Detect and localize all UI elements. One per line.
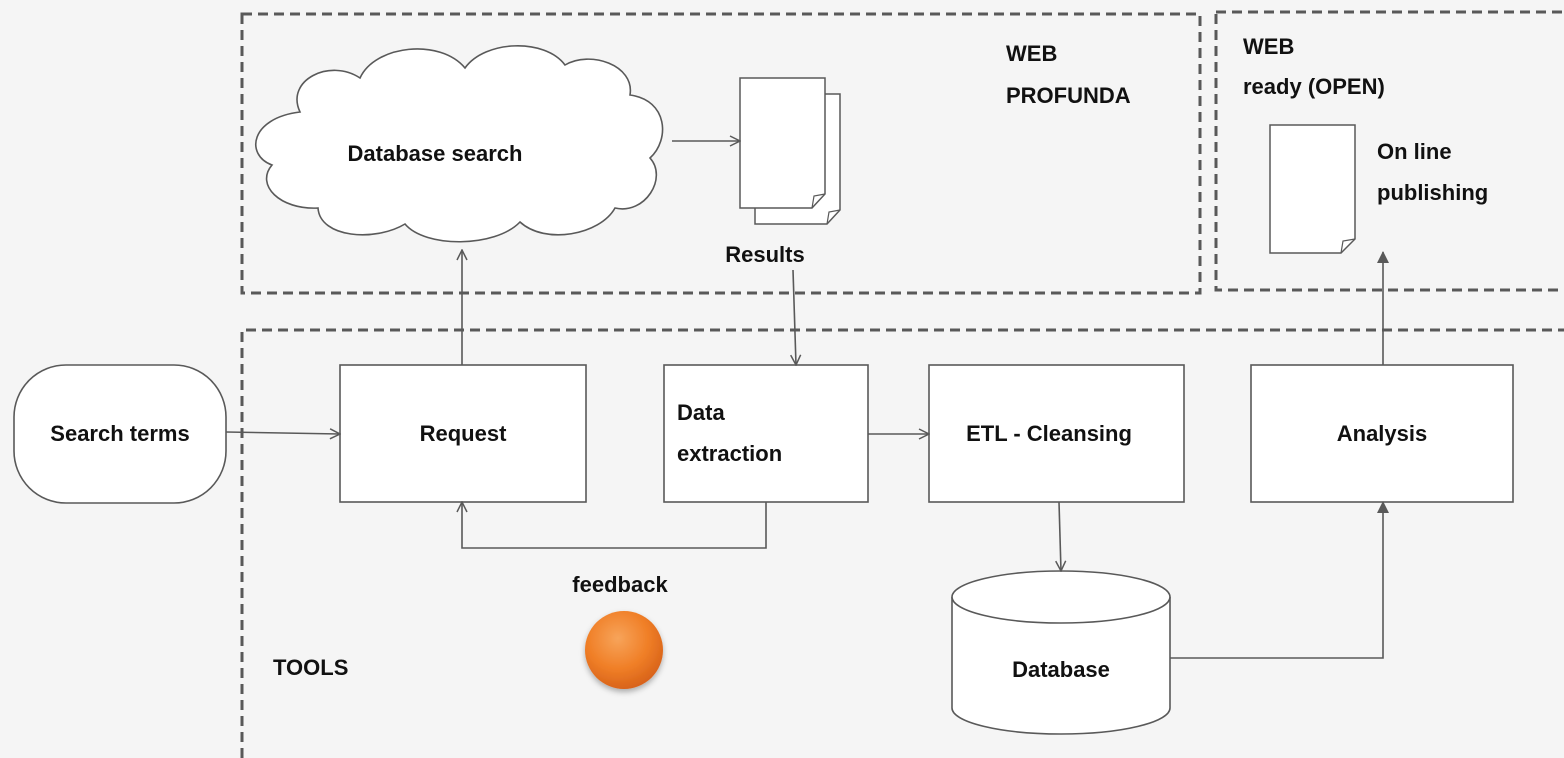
etl-cleansing-label: ETL - Cleansing bbox=[966, 421, 1132, 446]
arrow-database-to-analysis bbox=[1170, 501, 1389, 659]
web-ready-label-line2: ready (OPEN) bbox=[1243, 74, 1385, 99]
online-publishing-label-line2: publishing bbox=[1377, 180, 1489, 205]
search-terms-label: Search terms bbox=[50, 421, 190, 446]
search-terms-shape bbox=[13, 364, 227, 504]
tools-zone bbox=[240, 328, 1564, 758]
web-profunda-label-line2: PROFUNDA bbox=[1006, 83, 1131, 108]
request-label: Request bbox=[419, 421, 507, 446]
web-ready-zone bbox=[1214, 10, 1564, 292]
request-box bbox=[339, 364, 587, 503]
database-search-label: Database search bbox=[347, 141, 523, 166]
web-profunda-label-line1: WEB bbox=[1006, 41, 1058, 66]
results-documents bbox=[739, 77, 841, 225]
orange-status-dot bbox=[585, 611, 663, 689]
arrow-results-to-extraction bbox=[793, 269, 796, 365]
data-extraction-label-line2: extraction bbox=[677, 441, 783, 466]
web-ready-label-line1: WEB bbox=[1243, 34, 1295, 59]
feedback-label: feedback bbox=[572, 572, 668, 597]
analysis-label: Analysis bbox=[1336, 421, 1428, 446]
online-publishing-document bbox=[1269, 124, 1356, 254]
database-cylinder bbox=[951, 570, 1171, 735]
data-extraction-box bbox=[663, 364, 869, 503]
web-profunda-zone bbox=[240, 12, 1202, 295]
etl-cleansing-box bbox=[928, 364, 1185, 503]
tools-label: TOOLS bbox=[273, 655, 349, 680]
database-label: Database bbox=[1012, 657, 1110, 682]
online-publishing-label-line1: On line bbox=[1377, 139, 1452, 164]
results-label: Results bbox=[725, 242, 805, 267]
data-extraction-label-line1: Data bbox=[677, 400, 725, 425]
arrow-etl-to-database bbox=[1059, 501, 1061, 571]
analysis-box bbox=[1250, 364, 1514, 503]
arrow-searchterms-to-request bbox=[225, 432, 340, 434]
arrow-feedback-loop bbox=[462, 502, 767, 549]
database-search-cloud bbox=[255, 45, 664, 243]
